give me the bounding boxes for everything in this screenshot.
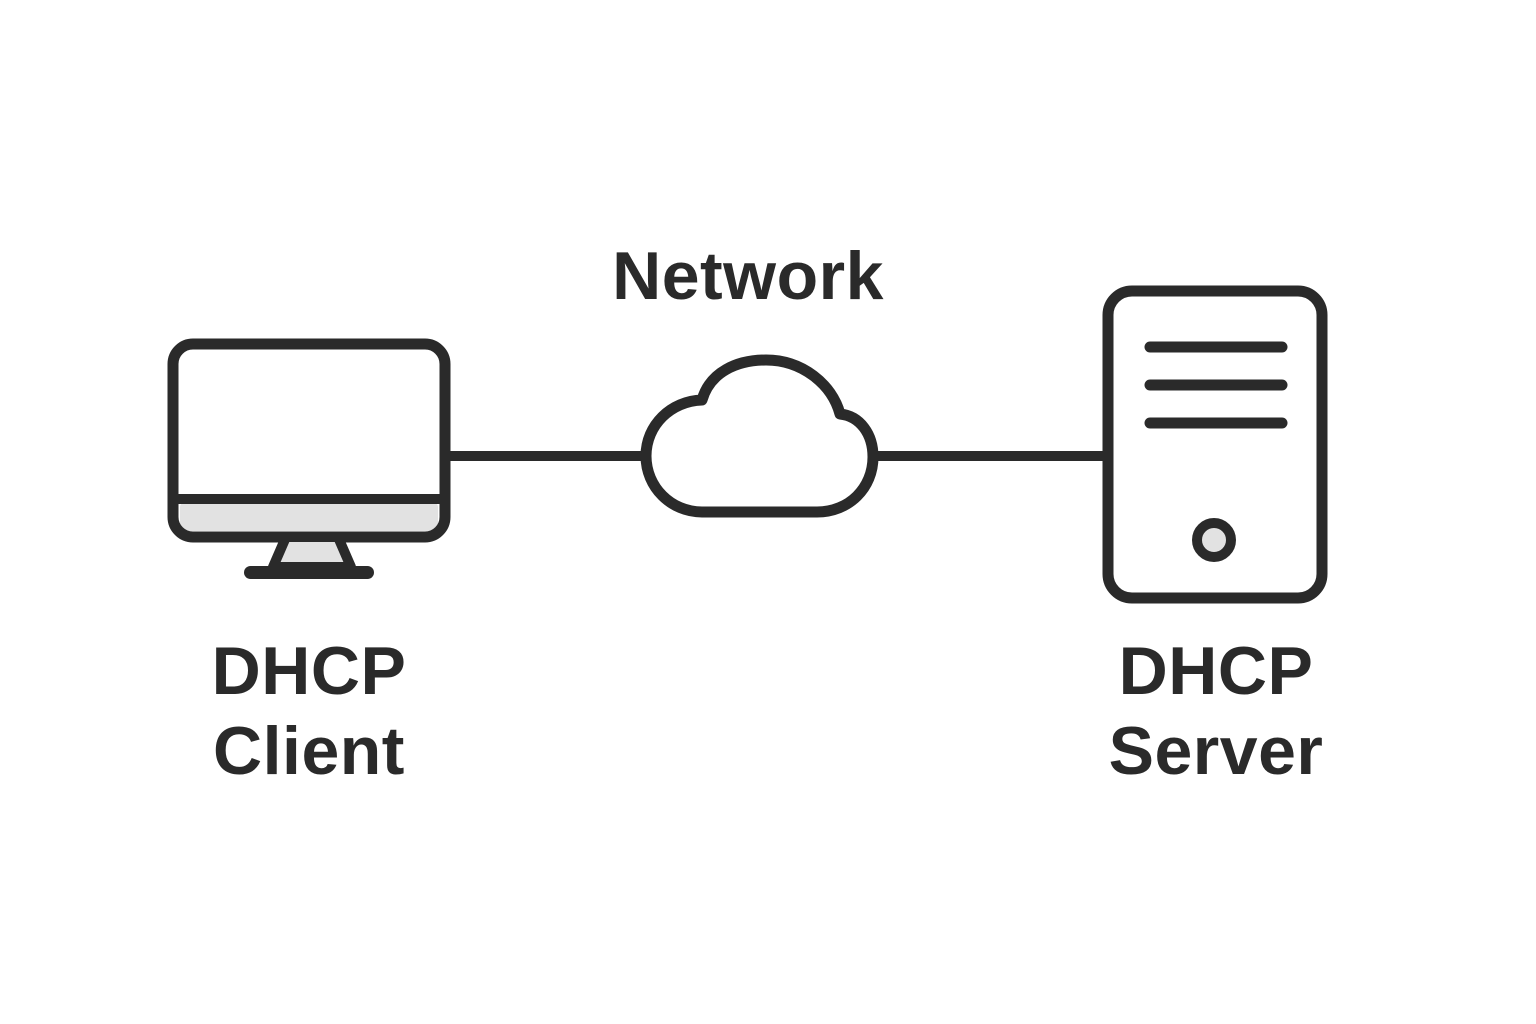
cloud-outline <box>640 354 879 518</box>
server-power-button <box>1192 518 1236 562</box>
client-label-line2: Client <box>213 713 405 789</box>
server-label-line1: DHCP <box>1118 633 1314 709</box>
monitor-screen <box>173 344 445 537</box>
monitor-base <box>244 566 374 579</box>
server-tower-icon <box>1102 285 1328 604</box>
client-label-line1: DHCP <box>211 633 407 709</box>
monitor-chin <box>180 503 438 531</box>
cloud-icon <box>640 354 879 518</box>
server-label-line2: Server <box>1108 713 1324 789</box>
server-case <box>1102 285 1328 604</box>
network-label: Network <box>612 238 884 314</box>
desktop-computer-icon <box>167 338 451 579</box>
monitor-stand <box>268 532 356 572</box>
